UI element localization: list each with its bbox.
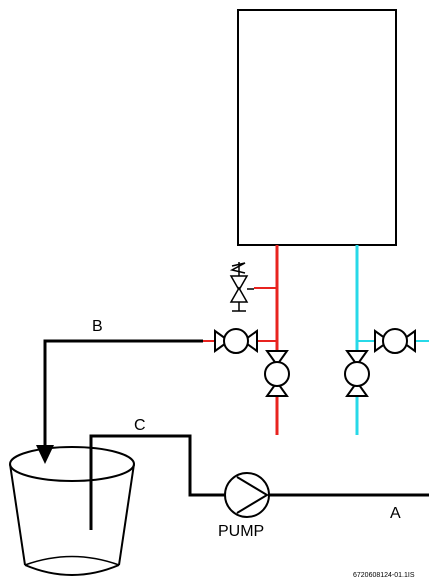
label-a: A xyxy=(390,505,401,522)
drawing-reference: 6720608124-01.1IS xyxy=(353,572,415,579)
label-pump: PUMP xyxy=(218,523,264,540)
appliance-box xyxy=(237,9,397,246)
label-c: C xyxy=(134,417,146,434)
label-b: B xyxy=(92,318,103,335)
pressure-relief-valve-icon xyxy=(229,262,254,312)
hose-c xyxy=(89,434,225,530)
valve-cold-branch-icon xyxy=(374,328,416,354)
valve-hot-icon xyxy=(264,350,290,397)
valve-cold-icon xyxy=(344,350,370,397)
hose-b xyxy=(43,339,203,447)
valve-b-icon xyxy=(214,328,258,354)
pump-icon xyxy=(224,472,270,518)
bucket-icon xyxy=(9,446,135,576)
